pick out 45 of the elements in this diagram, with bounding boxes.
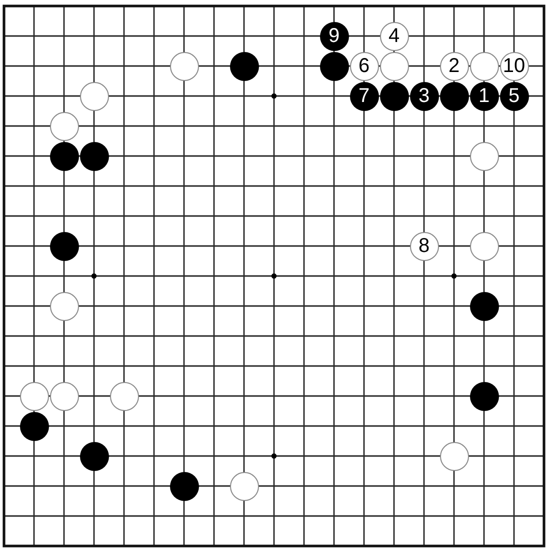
go-stone <box>440 82 468 110</box>
move-number: 1 <box>478 86 490 106</box>
go-stone <box>80 142 108 170</box>
go-stone <box>470 232 498 260</box>
go-stone <box>350 82 378 110</box>
move-number: 4 <box>388 26 400 46</box>
go-stone <box>350 52 378 80</box>
move-number: 5 <box>508 86 520 106</box>
go-stone <box>50 232 78 260</box>
go-stone <box>20 412 48 440</box>
go-stone <box>470 82 498 110</box>
go-stone <box>440 442 468 470</box>
go-stone <box>50 142 78 170</box>
go-stone <box>230 52 258 80</box>
go-stone <box>410 82 438 110</box>
go-stone <box>170 52 198 80</box>
go-stone <box>320 52 348 80</box>
go-stone <box>320 22 348 50</box>
go-stone <box>470 292 498 320</box>
move-number: 7 <box>358 86 370 106</box>
go-stone <box>80 442 108 470</box>
go-stone <box>410 232 438 260</box>
move-number: 10 <box>502 56 526 76</box>
go-stone <box>470 52 498 80</box>
go-stone <box>230 472 258 500</box>
go-stone <box>50 292 78 320</box>
go-stone <box>470 142 498 170</box>
go-stone <box>20 382 48 410</box>
move-number: 3 <box>418 86 430 106</box>
go-stone <box>50 112 78 140</box>
go-stone <box>380 22 408 50</box>
go-stone <box>380 52 408 80</box>
go-stone <box>80 82 108 110</box>
move-number: 9 <box>328 26 340 46</box>
go-stone <box>500 52 528 80</box>
go-stone <box>50 382 78 410</box>
move-number: 2 <box>448 56 460 76</box>
go-stone <box>170 472 198 500</box>
go-stone <box>110 382 138 410</box>
go-stone <box>380 82 408 110</box>
go-stone <box>500 82 528 110</box>
go-stone <box>440 52 468 80</box>
move-number: 6 <box>358 56 370 76</box>
go-stone <box>470 382 498 410</box>
move-number: 8 <box>418 236 430 256</box>
